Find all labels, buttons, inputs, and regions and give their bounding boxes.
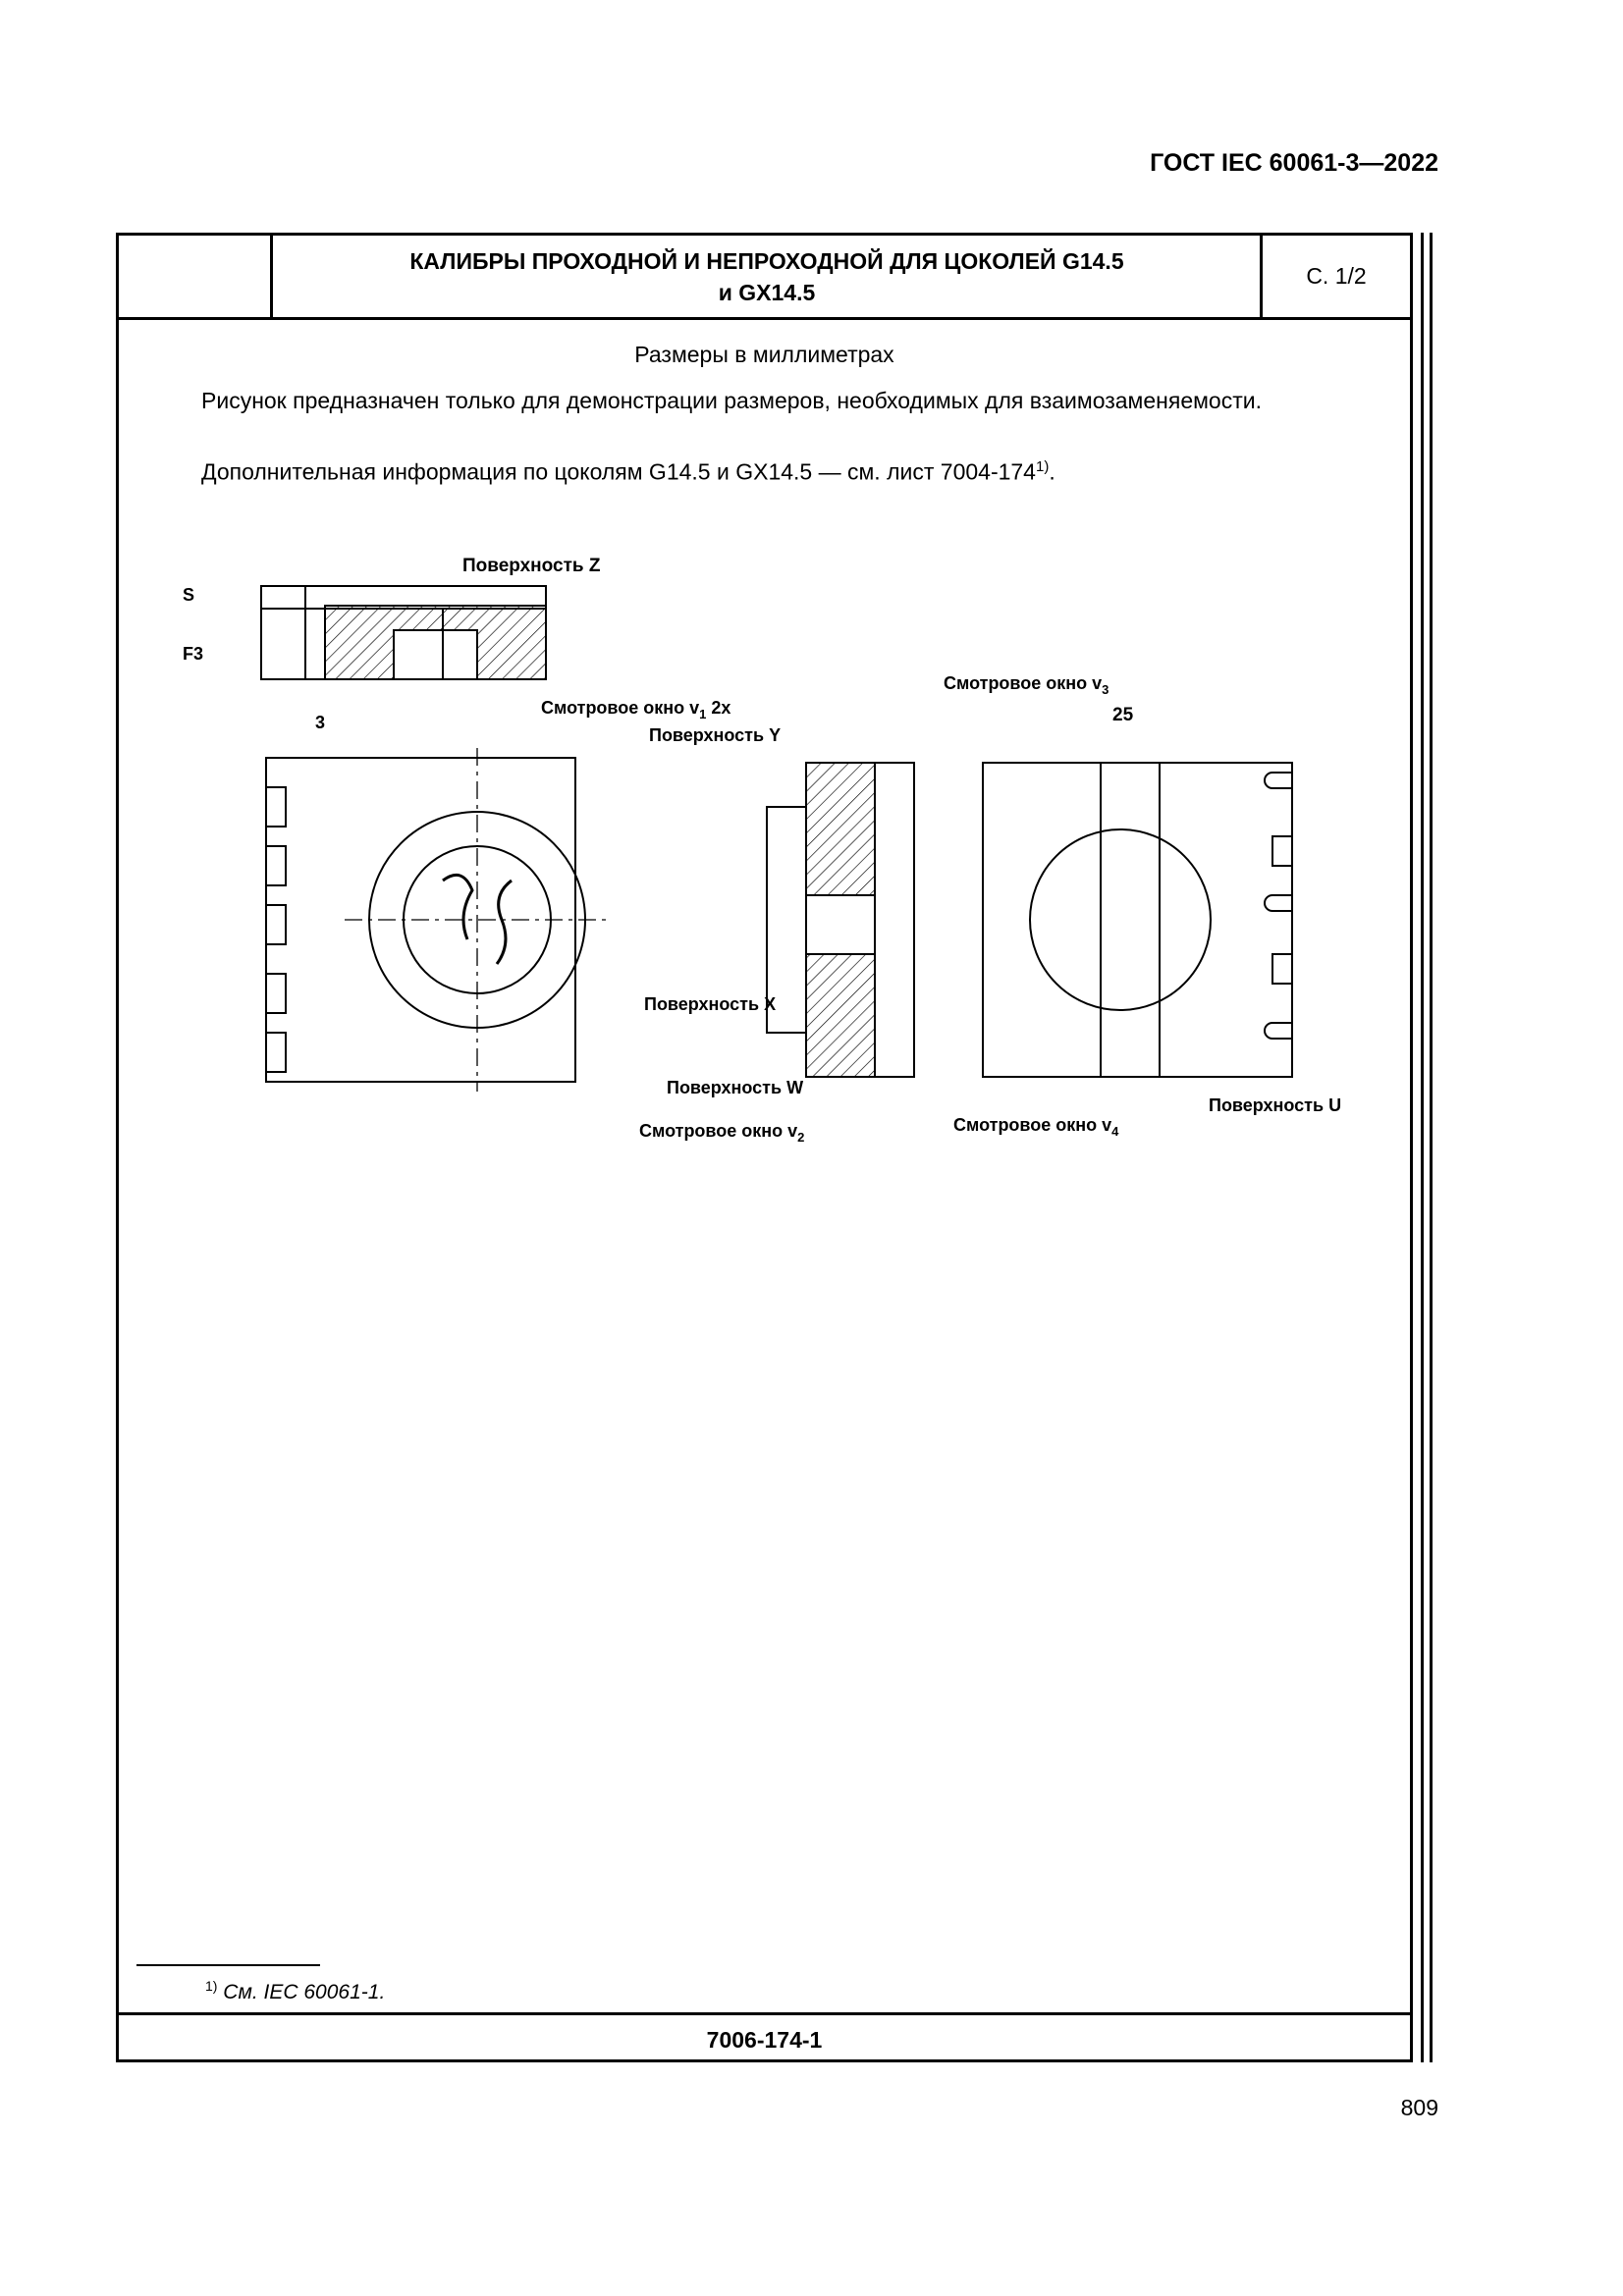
title-block-empty-cell xyxy=(119,236,273,317)
window-v4-label: Смотровое окно v4 xyxy=(953,1115,1119,1139)
title-line-2: и GX14.5 xyxy=(718,280,816,305)
sheet-page-cell: С. 1/2 xyxy=(1260,236,1410,317)
standard-code: ГОСТ IEC 60061-3—2022 xyxy=(1150,149,1438,177)
sheet-page: С. 1/2 xyxy=(1306,263,1367,289)
window-v1-label: Смотровое окно v1 2x xyxy=(541,698,730,721)
footnote: 1) См. IEC 60061-1. xyxy=(205,1978,385,2004)
frame-rail xyxy=(1430,233,1433,2062)
page-number: 809 xyxy=(1400,2095,1438,2120)
surface-w-label: Поверхность W xyxy=(667,1078,803,1097)
footnote-ref: 1) xyxy=(1035,458,1050,475)
paragraph-2: Дополнительная информация по цоколям G14… xyxy=(131,452,1403,488)
surface-z-label: Поверхность Z xyxy=(462,556,601,576)
sheet-number: 7006-174-1 xyxy=(706,2027,823,2053)
surface-y-label: Поверхность Y xyxy=(649,725,781,745)
side-view xyxy=(766,762,915,1078)
title-block: КАЛИБРЫ ПРОХОДНОЙ И НЕПРОХОДНОЙ ДЛЯ ЦОКО… xyxy=(119,236,1410,320)
paragraph-2-text: Дополнительная информация по цоколям G14… xyxy=(201,458,1036,485)
sheet-title: КАЛИБРЫ ПРОХОДНОЙ И НЕПРОХОДНОЙ ДЛЯ ЦОКО… xyxy=(276,245,1258,308)
footer-rule xyxy=(119,2012,1410,2015)
sheet-frame: КАЛИБРЫ ПРОХОДНОЙ И НЕПРОХОДНОЙ ДЛЯ ЦОКО… xyxy=(116,233,1413,2062)
surface-x-label: Поверхность X xyxy=(644,994,776,1014)
surface-u-label: Поверхность U xyxy=(1209,1095,1341,1115)
dim-s: S xyxy=(183,585,194,605)
window-v3-label: Смотровое окно v3 xyxy=(944,673,1109,697)
technical-drawing: S F3 Поверхность Z Смотровое окно v1 2x … xyxy=(183,556,1341,1145)
section-view-top xyxy=(260,585,547,680)
paragraph-1: Рисунок предназначен только для демонстр… xyxy=(201,388,1262,413)
units-note: Размеры в миллиметрах xyxy=(634,342,894,367)
front-view xyxy=(265,748,610,1092)
dim-f3: F3 xyxy=(183,644,203,664)
window-v2-label: Смотровое окно v2 xyxy=(639,1121,804,1145)
dim-3: 3 xyxy=(315,713,325,732)
footnote-rule xyxy=(136,1964,320,1966)
paragraph-2-end: . xyxy=(1049,458,1055,485)
right-view xyxy=(982,762,1293,1078)
frame-rail xyxy=(1421,233,1424,2062)
footnote-mark: 1) xyxy=(205,1978,218,1994)
title-line-1: КАЛИБРЫ ПРОХОДНОЙ И НЕПРОХОДНОЙ ДЛЯ ЦОКО… xyxy=(409,248,1124,274)
footnote-text: См. IEC 60061-1. xyxy=(223,1981,386,2003)
dim-25: 25 xyxy=(1112,705,1134,725)
